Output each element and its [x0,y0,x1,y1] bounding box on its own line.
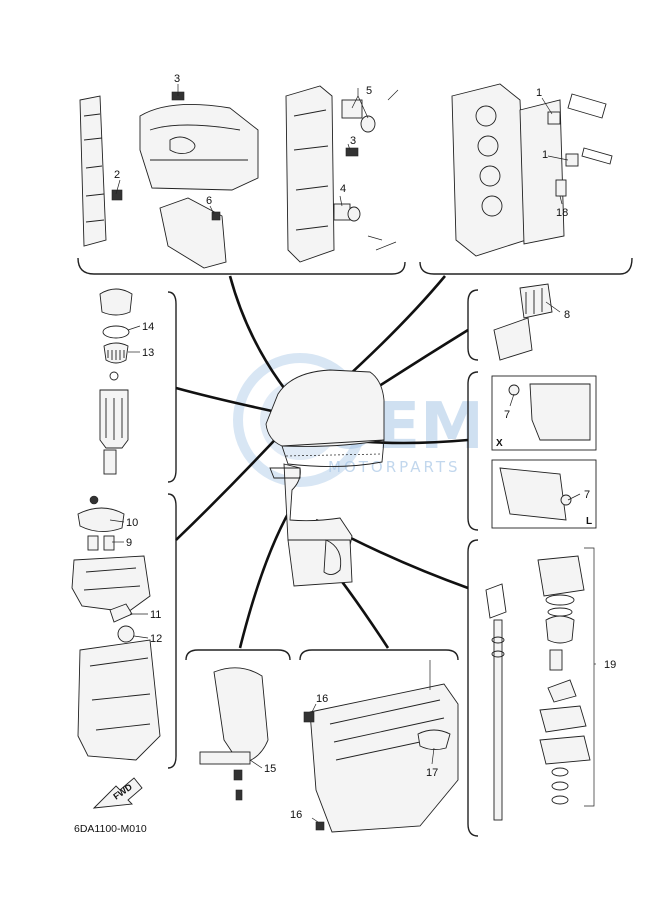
callout-17: 17 [426,767,438,779]
outboard-motor [265,369,385,587]
cylinder-head-side [519,99,565,245]
right-bracket-water-pump [467,539,479,837]
callout-13: 13 [142,347,154,359]
bottom-cowling [281,439,385,468]
callout-15: 15 [264,763,276,775]
callout-19: 19 [604,659,616,671]
water-pump-housing [537,555,585,597]
fuel-pump-12 [117,625,135,643]
anode-view-l-panel [491,459,597,529]
clamp-bracket [269,467,301,479]
left-bracket-fuel-filter [167,291,177,483]
fwd-arrow: FWD [92,777,143,809]
impeller [547,679,577,703]
cylinder-head [451,83,527,257]
callout-2: 2 [114,169,120,181]
thermosensor-1b [565,153,579,167]
bolt-3b [345,147,359,157]
callout-3a: 3 [174,73,180,85]
left-bracket-vst [167,493,177,769]
cylinder-block [139,104,259,191]
anode-view-x-panel [491,375,597,451]
right-bracket-anodes [467,371,479,531]
anode-7b [560,494,572,506]
callout-1a: 1 [536,87,542,99]
pressure-control-valve [333,203,351,221]
thermostat-cover-plate [159,197,227,269]
needle-valve-9b [103,535,115,551]
needle-valve-9a [87,535,99,551]
callout-12: 12 [150,633,162,645]
water-pump-parts [485,547,595,821]
exhaust-cover [285,85,335,263]
callout-16b: 16 [290,809,302,821]
bottom-bracket-bracket-anode [185,649,291,661]
anode-7a [508,384,520,396]
callout-8: 8 [564,309,570,321]
exhaust-gasket [79,95,107,247]
outer-plate-cartridge [539,735,591,765]
fuel-filter-cap [99,288,133,316]
top-left-group-bracket [77,257,406,275]
top-right-parts [451,83,613,257]
watermark-subtext: MOTORPARTS [328,458,461,476]
diagram-code: 6DA1100-M010 [74,823,147,835]
bracket-anode-parts [199,667,269,801]
drive-shaft [493,619,503,821]
callout-10: 10 [126,517,138,529]
anode-15 [199,751,251,765]
callout-11: 11 [150,609,161,621]
lower-unit [287,539,353,587]
fuel-filter-parts [99,288,133,475]
bolt-6 [211,211,221,221]
anode-panels [491,375,597,529]
anti-cavitation-plate [323,539,342,575]
clamp-bracket-side [213,667,269,765]
callout-18: 18 [556,207,568,219]
callout-3b: 3 [350,135,356,147]
leader-lines [109,84,596,823]
thermosensor-1a [547,111,561,125]
bolt-16b [315,821,325,831]
impeller-housing [545,615,575,644]
view-tag-x: X [496,438,503,449]
lower-case [309,683,459,833]
view-tag-l: L [586,516,592,527]
callout-9: 9 [126,537,132,549]
vapor-separator-parts [71,495,161,761]
thermostat-gasket [360,115,376,133]
callout-7a: 7 [504,409,510,421]
callout-16a: 16 [316,693,328,705]
callout-7b: 7 [584,489,590,501]
trim-tab-17 [417,729,451,751]
water-sensor [103,449,117,475]
spark-plug-18 [555,179,567,197]
callout-numbers: 3 2 6 5 3 4 1 1 18 8 7 7 14 13 10 9 11 1… [114,73,616,821]
oil-filter-8 [519,283,553,319]
pump-gasket [539,705,587,733]
callout-14: 14 [142,321,154,333]
top-cowling [265,369,385,447]
callout-6: 6 [206,195,212,207]
o-ring-14 [102,325,130,339]
bolt-16a [303,711,315,723]
lower-case-parts [303,660,459,833]
callout-4: 4 [340,183,346,195]
oil-filter-bracket [493,317,533,361]
callout-1b: 1 [542,149,548,161]
oil-filter-parts [493,283,553,361]
gasket-10 [77,507,125,532]
top-right-group-bracket [419,257,633,275]
top-left-parts [79,85,399,269]
callout-5: 5 [366,85,372,97]
right-bracket-oil-filter [467,289,479,361]
thermostat [341,99,363,119]
bottom-bracket-lower-case [299,649,459,661]
vapor-separator-body [71,555,151,613]
